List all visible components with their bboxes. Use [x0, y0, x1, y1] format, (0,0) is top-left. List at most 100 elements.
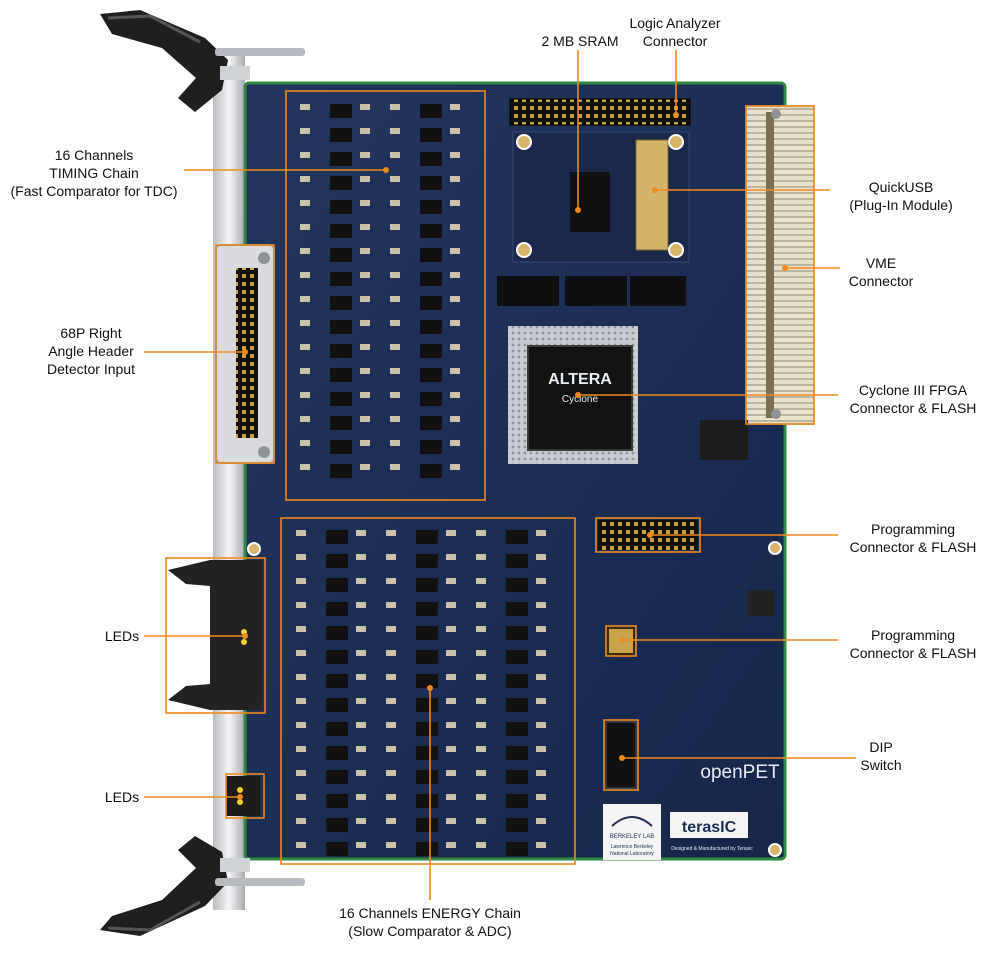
passive-component [476, 698, 486, 704]
ic-chip [416, 578, 438, 592]
ic-chip [330, 248, 352, 262]
ic-chip [330, 416, 352, 430]
passive-component [390, 128, 400, 134]
logic-analyzer-header [509, 98, 691, 126]
passive-component [390, 344, 400, 350]
passive-component [296, 794, 306, 800]
passive-component [476, 578, 486, 584]
passive-component [296, 770, 306, 776]
passive-component [476, 842, 486, 848]
ic-chip [420, 128, 442, 142]
passive-component [296, 698, 306, 704]
passive-component [296, 602, 306, 608]
passive-component [536, 554, 546, 560]
passive-component [300, 368, 310, 374]
passive-component [356, 818, 366, 824]
passive-component [386, 554, 396, 560]
passive-component [356, 746, 366, 752]
ic-chip [330, 152, 352, 166]
passive-component [536, 530, 546, 536]
passive-component [356, 722, 366, 728]
passive-component [360, 200, 370, 206]
ic-chip [420, 152, 442, 166]
passive-component [296, 842, 306, 848]
passive-component [476, 626, 486, 632]
openpet-silkscreen: openPET [700, 762, 780, 783]
passive-component [296, 746, 306, 752]
passive-component [390, 152, 400, 158]
fpga-marking: ALTERA [548, 371, 612, 388]
vme-connector [745, 105, 815, 425]
label-quickusb: QuickUSB (Plug-In Module) [849, 179, 953, 213]
passive-component [356, 770, 366, 776]
passive-component [296, 554, 306, 560]
passive-component [386, 602, 396, 608]
passive-component [360, 296, 370, 302]
passive-component [386, 650, 396, 656]
ic-chip [420, 368, 442, 382]
berkeley-lab-logo: BERKELEY LAB Lawrence Berkeley National … [603, 804, 661, 860]
ic-chip [330, 296, 352, 310]
passive-component [450, 152, 460, 158]
ic-chip [330, 368, 352, 382]
passive-component [476, 674, 486, 680]
ic-chip [416, 554, 438, 568]
label-timing-chain: 16 Channels TIMING Chain (Fast Comparato… [10, 147, 178, 199]
ic-chip [506, 746, 528, 760]
passive-component [356, 578, 366, 584]
passive-component [536, 746, 546, 752]
ic-chip [420, 272, 442, 286]
ic-chip [330, 392, 352, 406]
passive-component [446, 650, 456, 656]
ic-chip [506, 626, 528, 640]
passive-component [446, 770, 456, 776]
passive-component [360, 128, 370, 134]
passive-component [446, 746, 456, 752]
passive-component [446, 578, 456, 584]
passive-component [356, 650, 366, 656]
passive-component [386, 818, 396, 824]
timing-chain-box [285, 90, 486, 501]
passive-component [360, 272, 370, 278]
ic-chip [420, 392, 442, 406]
passive-component [450, 368, 460, 374]
ic-chip [506, 722, 528, 736]
ic-chip [506, 674, 528, 688]
ic-chip [326, 674, 348, 688]
passive-component [390, 464, 400, 470]
passive-component [446, 794, 456, 800]
passive-component [450, 200, 460, 206]
label-sram: 2 MB SRAM [541, 33, 619, 49]
passive-component [446, 602, 456, 608]
passive-component [446, 674, 456, 680]
passive-component [450, 272, 460, 278]
svg-text:Lawrence Berkeley: Lawrence Berkeley [611, 844, 654, 850]
ic-chip [330, 224, 352, 238]
ic-chip [416, 602, 438, 616]
label-leds-1: LEDs [104, 628, 140, 644]
passive-component [300, 320, 310, 326]
passive-component [386, 770, 396, 776]
ic-chip [326, 530, 348, 544]
ic-chip [420, 176, 442, 190]
passive-component [446, 818, 456, 824]
svg-text:National Laboratory: National Laboratory [610, 851, 654, 857]
leader-lines [144, 50, 856, 900]
passive-component [356, 842, 366, 848]
terasic-logo: terasIC Designed & Manufactured by Teras… [670, 812, 753, 852]
passive-component [476, 770, 486, 776]
label-vme: VME Connector [848, 255, 914, 289]
passive-component [386, 842, 396, 848]
passive-component [360, 320, 370, 326]
ic-chip [326, 842, 348, 856]
passive-component [446, 554, 456, 560]
energy-chain-box [280, 517, 576, 865]
passive-component [300, 104, 310, 110]
ic-chip [416, 530, 438, 544]
ic-chip [330, 104, 352, 118]
passive-component [300, 128, 310, 134]
timing-chain-ics [300, 104, 460, 478]
ic-chip [416, 842, 438, 856]
passive-component [300, 200, 310, 206]
